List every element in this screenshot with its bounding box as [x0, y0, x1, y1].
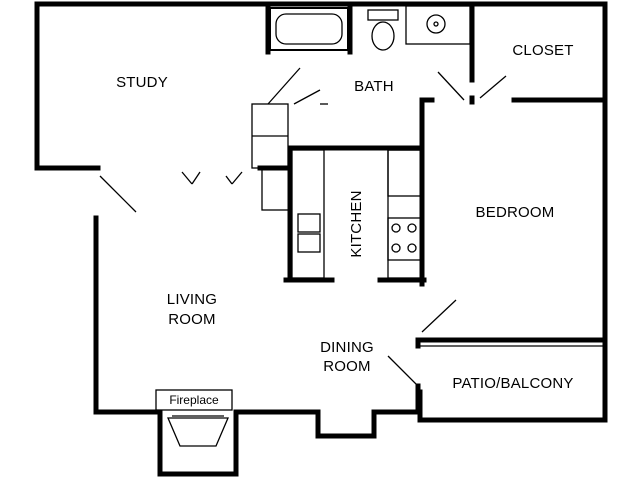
label-fireplace: Fireplace — [169, 393, 219, 407]
label-closet: CLOSET — [512, 42, 573, 59]
toilet-bowl — [371, 21, 395, 51]
fireplace-outline — [157, 409, 239, 477]
range — [387, 217, 423, 261]
sink — [426, 14, 446, 34]
label-bedroom: BEDROOM — [476, 204, 555, 221]
counter-east — [387, 149, 423, 279]
bedroom-door — [421, 299, 457, 333]
label-study: STUDY — [116, 74, 168, 91]
study-door-right-b — [231, 171, 243, 185]
vanity — [405, 5, 471, 45]
study-door-left-b — [191, 171, 201, 185]
bath-fixtures — [269, 1, 471, 55]
label-bath: BATH — [354, 78, 394, 95]
hall-closet-2 — [261, 167, 291, 211]
room-labels: STUDY BATH CLOSET BEDROOM KITCHEN LIVING… — [116, 42, 573, 407]
label-living-line1: LIVING — [167, 291, 217, 308]
kitchen-fixtures — [291, 149, 423, 279]
label-dining-line2: ROOM — [323, 358, 370, 375]
fireplace — [155, 389, 239, 477]
counter-west — [291, 149, 325, 279]
bathtub-inner — [275, 13, 343, 45]
fireplace-label-box — [155, 389, 233, 411]
closet-door-a — [437, 71, 465, 101]
wall-south-2 — [233, 409, 421, 439]
exterior-walls — [34, 1, 608, 439]
wall-patio — [415, 337, 608, 423]
kitchen-sink-b — [297, 233, 321, 253]
entry-door-swing — [99, 175, 137, 213]
burner-1 — [391, 223, 401, 233]
burner-3 — [391, 243, 401, 253]
fireplace-firebox — [167, 417, 229, 447]
label-dining-line1: DINING — [320, 339, 374, 356]
burner-4 — [407, 243, 417, 253]
label-kitchen: KITCHEN — [348, 190, 365, 257]
toilet-tank — [367, 9, 399, 21]
wall-north — [34, 1, 608, 171]
burner-2 — [407, 223, 417, 233]
bath-door-swing-b — [293, 89, 321, 105]
fridge — [387, 149, 423, 197]
door-swings — [99, 71, 507, 333]
kitchen-sink-a — [297, 213, 321, 233]
label-patio: PATIO/BALCONY — [452, 375, 573, 392]
dining-diagonal — [387, 355, 419, 387]
bath-door-swing-a — [267, 67, 301, 105]
study-door-right — [225, 175, 233, 185]
study-door-left — [181, 171, 193, 185]
label-living-line2: ROOM — [168, 311, 215, 328]
closet-door-b — [479, 75, 507, 99]
sink-drain — [433, 21, 439, 27]
